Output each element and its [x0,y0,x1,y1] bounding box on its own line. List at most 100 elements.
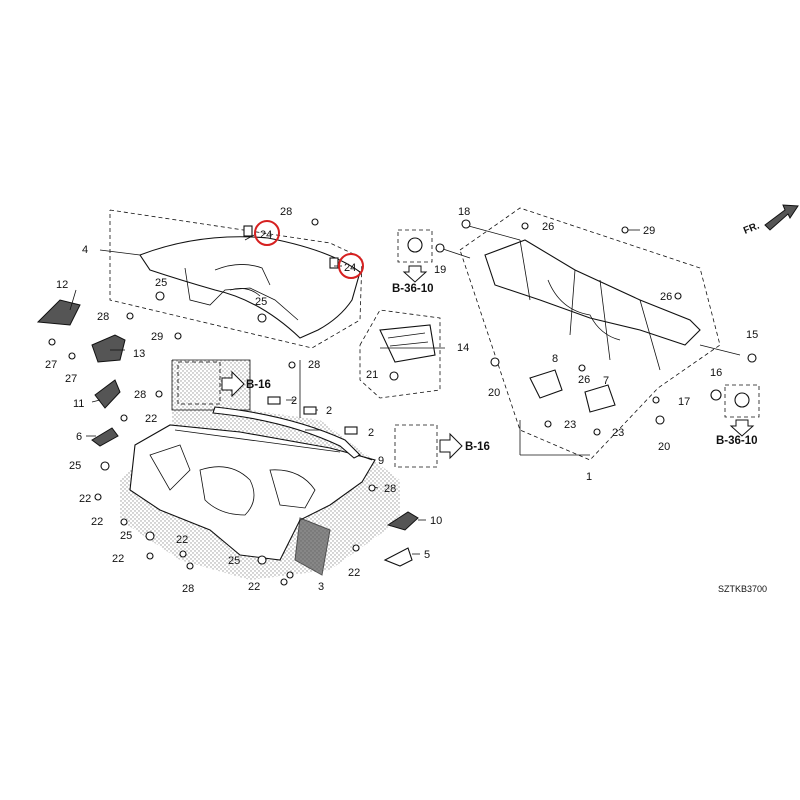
label-28e: 28 [384,483,396,495]
front-label: FR. [742,220,761,236]
highlight-24-left [254,220,280,246]
label-2c: 2 [368,427,374,439]
clip-2b [303,406,317,415]
label-26c: 26 [660,291,672,303]
screw-28c [155,390,163,398]
label-8: 8 [552,353,558,365]
bolt-22h [286,571,294,579]
clip-24-right [329,257,339,269]
part-11 [94,379,121,409]
part-6 [91,427,119,447]
grommet-25a [155,291,165,301]
label-14: 14 [457,342,469,354]
label-22g: 22 [348,567,360,579]
grommet-25b [257,313,267,323]
screw-28b [311,218,319,226]
grommet-25c [100,461,110,471]
ref-b16-upper: B-16 [246,379,271,391]
bolt-21 [389,371,399,381]
ref-box-b3610-right [724,384,760,437]
clip-24-left [243,225,253,237]
part-5 [383,547,413,567]
label-15: 15 [746,329,758,341]
bolt-22a [94,493,102,501]
bolt-20b [655,415,665,425]
screw-28e [368,484,376,492]
clip-2a [267,396,281,405]
bolt-20a [490,357,500,367]
label-23b: 23 [612,427,624,439]
bolt-22c [146,552,154,560]
label-16: 16 [710,367,722,379]
screw-29a [174,332,182,340]
ref-box-b3610-upper [397,229,433,283]
label-29a: 29 [151,331,163,343]
dash-lower-body-group [120,359,400,580]
screw-29b [621,226,629,234]
bolt-17 [652,396,660,404]
label-28d: 28 [308,359,320,371]
nut-16 [710,389,722,401]
label-3: 3 [318,581,324,593]
grommet-25e [257,555,267,565]
grommet-25d [145,531,155,541]
label-13: 13 [133,348,145,360]
label-25c: 25 [69,460,81,472]
label-28c: 28 [134,389,146,401]
label-9: 9 [378,455,384,467]
label-28a: 28 [280,206,292,218]
clip-26c [674,292,682,300]
part-10 [386,511,419,531]
trim-strip [212,406,361,459]
label-25b: 25 [255,296,267,308]
screw-27b [68,352,76,360]
bolt-23b [593,428,601,436]
part-labels: 1 2 2 2 3 4 5 6 7 8 9 10 11 12 13 14 15 … [45,206,758,595]
label-25a: 25 [155,277,167,289]
label-25e: 25 [228,555,240,567]
screw-28f [186,562,194,570]
clip-2c [344,426,358,435]
vent-13 [91,334,126,363]
screw-27a [48,338,56,346]
label-27a: 27 [45,359,57,371]
label-26a: 26 [542,221,554,233]
fasteners [48,218,757,586]
screw-28d [288,361,296,369]
label-28b: 28 [97,311,109,323]
bolt-18 [461,219,471,229]
label-2a: 2 [291,395,297,407]
bolt-22d [280,578,288,586]
bolt-22g [179,550,187,558]
clip-26a [521,222,529,230]
label-22d: 22 [112,553,124,565]
bolt-22e [352,544,360,552]
label-24a: 24 [260,229,272,241]
highlight-24-right [338,253,364,279]
clip-26b [578,364,586,372]
label-10: 10 [430,515,442,527]
label-21: 21 [366,369,378,381]
bolt-23a [544,420,552,428]
label-27b: 27 [65,373,77,385]
label-6: 6 [76,431,82,443]
label-29b: 29 [643,225,655,237]
bolt-22b [120,518,128,526]
label-18: 18 [458,206,470,218]
label-25d: 25 [120,530,132,542]
label-22f: 22 [248,581,260,593]
label-7: 7 [603,375,609,387]
label-24b: 24 [344,262,356,274]
bolt-22f [120,414,128,422]
screw-28a [126,312,134,320]
label-22e: 22 [176,534,188,546]
label-28f: 28 [182,583,194,595]
label-5: 5 [424,549,430,561]
bolt-19 [435,243,445,253]
vent-12 [36,299,81,326]
label-22a: 22 [145,413,157,425]
label-11: 11 [73,398,84,410]
ref-b3610-upper: B-36-10 [392,283,434,295]
